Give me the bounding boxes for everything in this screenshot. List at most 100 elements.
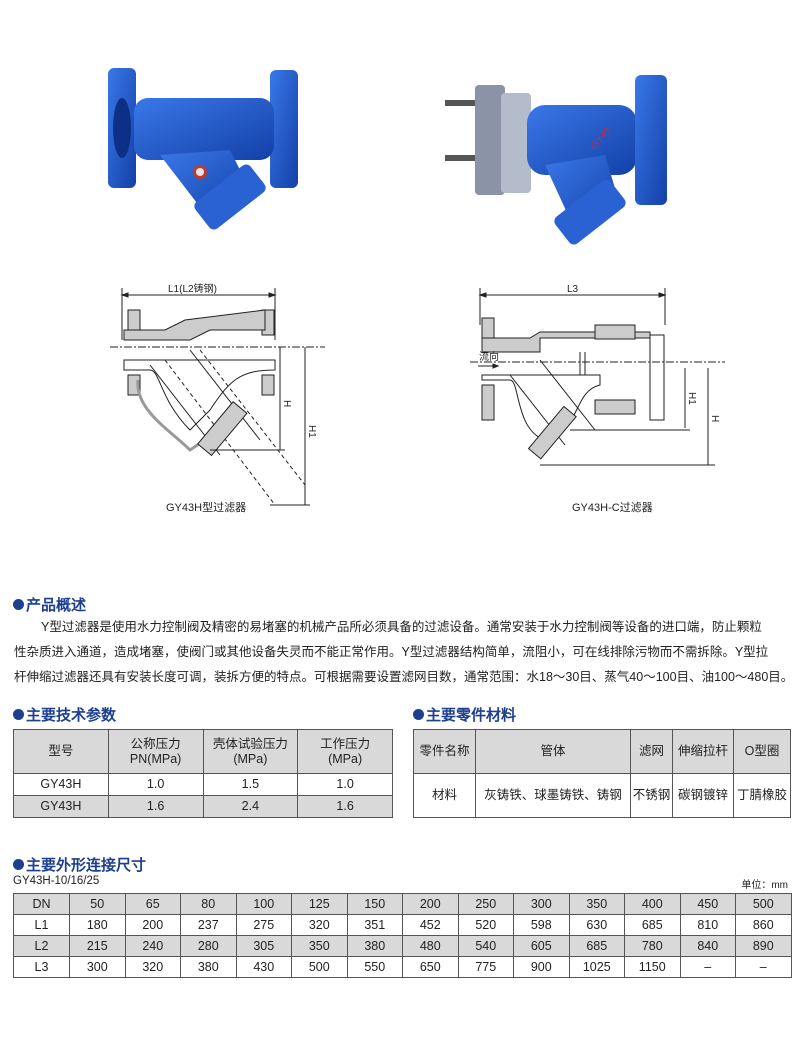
dim-l1-label: L1(L2铸钢): [168, 282, 217, 295]
cell: 237: [180, 914, 237, 936]
bullet-icon: [13, 599, 24, 610]
gy43h-caption: GY43H型过滤器: [166, 502, 247, 514]
cell: 452: [402, 914, 459, 936]
gy43h-c-caption: GY43H-C过滤器: [572, 502, 653, 514]
cell: 775: [457, 956, 514, 978]
cell: 200: [402, 893, 459, 915]
overview-line: Y型过滤器是使用水力控制阀及精密的易堵塞的机械产品所必须具备的过滤设备。通常安装…: [41, 620, 762, 634]
cell: 810: [679, 914, 736, 936]
cell: 598: [513, 914, 570, 936]
cell: 605: [513, 935, 570, 957]
cell: 250: [457, 893, 514, 915]
cell: GY43H: [13, 795, 109, 818]
cell: 685: [624, 914, 681, 936]
dims-heading: 主要外形连接尺寸: [13, 854, 146, 875]
header-cell: 型号: [13, 729, 109, 774]
materials-title: 主要零件材料: [426, 707, 517, 724]
dim-h1-label: H1: [686, 392, 697, 405]
cell: 80: [180, 893, 237, 915]
cell: 50: [69, 893, 126, 915]
overview-line: 性杂质进入通道，造成堵塞，使阀门或其他设备失灵而不能正常作用。Y型过滤器结构简单…: [14, 645, 769, 659]
gy43h-c-valve-photo: GY43: [445, 75, 667, 245]
overview-paragraph: Y型过滤器是使用水力控制阀及精密的易堵塞的机械产品所必须具备的过滤设备。通常安装…: [14, 615, 793, 690]
cell: 400: [624, 893, 681, 915]
gy43h-dimension-drawing: L1(L2铸钢) H H1: [110, 282, 325, 506]
tech-heading: 主要技术参数: [13, 704, 116, 725]
dim-h1-label: H1: [306, 425, 317, 438]
cell: GY43H: [13, 773, 109, 796]
header-cell: 零件名称: [413, 729, 476, 774]
cell: 380: [346, 935, 403, 957]
dim-h-label: H: [281, 400, 292, 407]
cell: 100: [235, 893, 292, 915]
cell: 碳钢镀锌: [672, 773, 734, 818]
cell: 1.6: [107, 795, 204, 818]
cell: 450: [679, 893, 736, 915]
table-row: 材料灰铸铁、球墨铸铁、铸钢不锈钢碳钢镀锌丁腈橡胶: [413, 773, 791, 818]
bullet-icon: [413, 709, 424, 720]
dims-subtitle: GY43H-10/16/25: [13, 875, 100, 887]
dims-unit: 单位：mm: [741, 880, 788, 891]
gy43h-valve-photo: [108, 68, 298, 230]
cell: –: [735, 956, 792, 978]
cell: 280: [180, 935, 237, 957]
cell: 540: [457, 935, 514, 957]
cell: 240: [124, 935, 181, 957]
cell: 890: [735, 935, 792, 957]
cell: L3: [13, 956, 70, 978]
cell: 500: [291, 956, 348, 978]
cell: 351: [346, 914, 403, 936]
cell: 2.4: [202, 795, 299, 818]
cell: 500: [735, 893, 792, 915]
cell: 305: [235, 935, 292, 957]
cell: 630: [568, 914, 625, 936]
cell: 215: [69, 935, 126, 957]
header-cell: 伸缩拉杆: [672, 729, 734, 774]
cell: 65: [124, 893, 181, 915]
cell: 材料: [413, 773, 476, 818]
cell: 480: [402, 935, 459, 957]
cell: DN: [13, 893, 70, 915]
gy43h-c-dimension-drawing: L3 流向 H1 H: [470, 284, 725, 466]
overview-title: 产品概述: [26, 597, 87, 614]
cell: 320: [124, 956, 181, 978]
header-cell: 工作压力(MPa): [297, 729, 393, 774]
tech-title: 主要技术参数: [26, 707, 117, 724]
cell: 灰铸铁、球墨铸铁、铸钢: [475, 773, 631, 818]
flow-direction-label: 流向: [479, 350, 499, 363]
header-cell: 管体: [475, 729, 631, 774]
cell: 300: [69, 956, 126, 978]
cell: 200: [124, 914, 181, 936]
cell: 125: [291, 893, 348, 915]
cell: 320: [291, 914, 348, 936]
cell: 840: [679, 935, 736, 957]
overview-heading: 产品概述: [13, 594, 86, 615]
cell: 430: [235, 956, 292, 978]
cell: L1: [13, 914, 70, 936]
cell: 520: [457, 914, 514, 936]
cell: 不锈钢: [630, 773, 673, 818]
header-cell: 滤网: [630, 729, 673, 774]
bullet-icon: [13, 709, 24, 720]
dim-h-label: H: [709, 415, 720, 422]
cell: 780: [624, 935, 681, 957]
header-cell: 壳体试验压力(MPa): [202, 729, 299, 774]
header-cell: O型圈: [733, 729, 791, 774]
cell: 900: [513, 956, 570, 978]
cell: 150: [346, 893, 403, 915]
cell: 1.6: [297, 795, 393, 818]
cell: 1150: [624, 956, 681, 978]
cell: 550: [346, 956, 403, 978]
dims-title: 主要外形连接尺寸: [26, 857, 147, 874]
cell: 300: [513, 893, 570, 915]
